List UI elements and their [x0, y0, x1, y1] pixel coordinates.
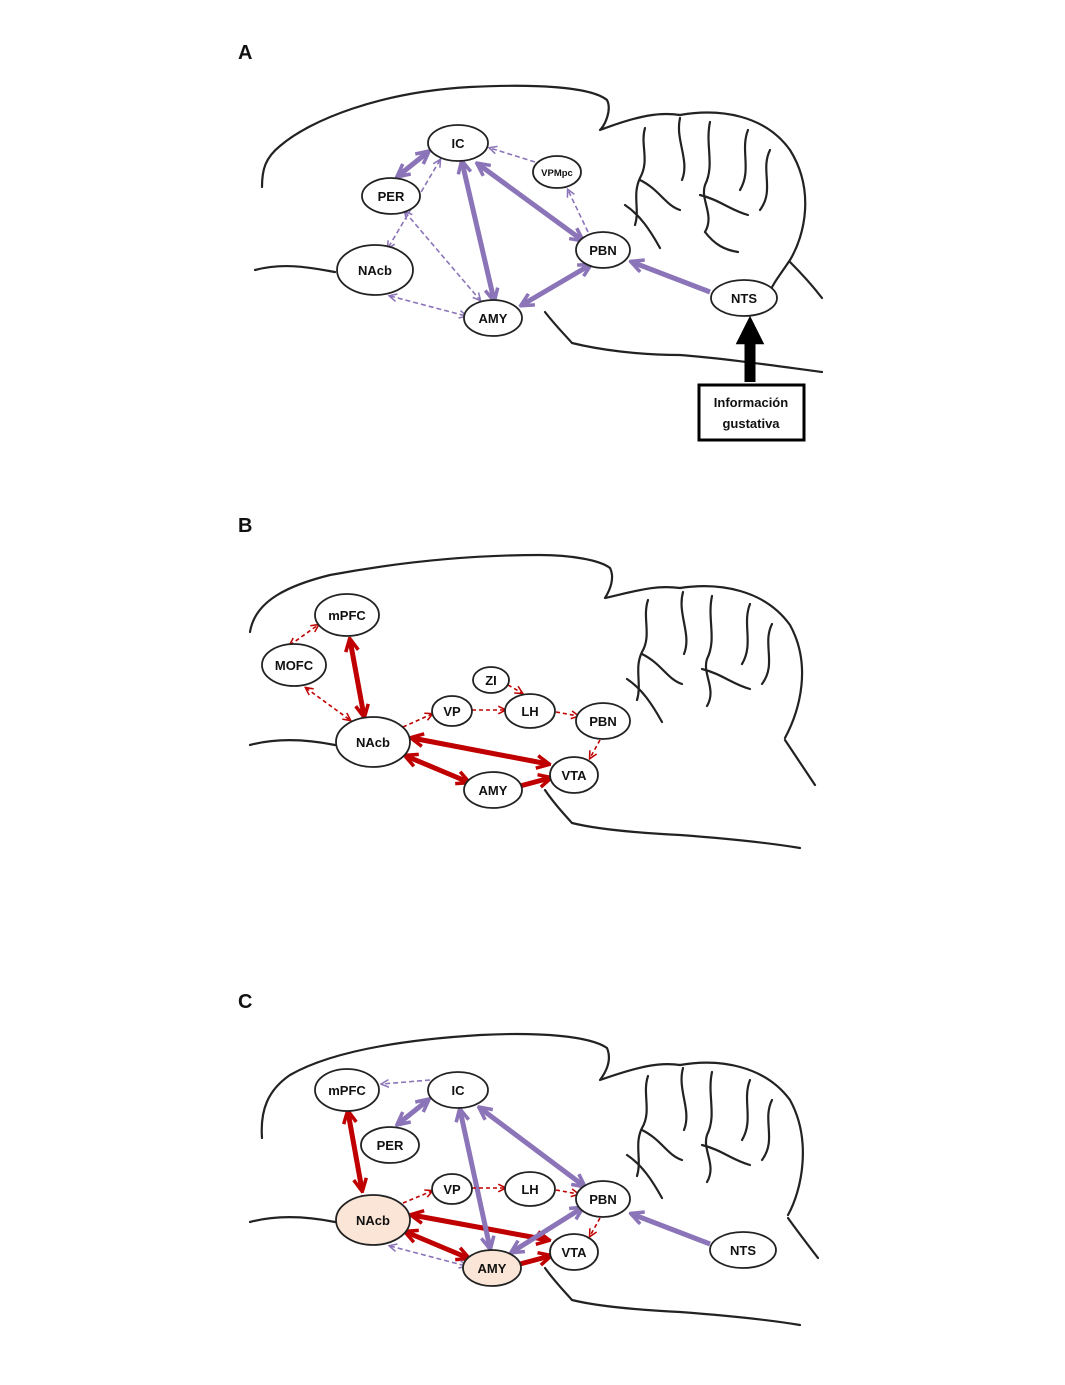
region-label: LH — [521, 704, 538, 719]
region-amy: AMY — [464, 772, 522, 808]
region-label: VP — [443, 1182, 461, 1197]
region-lh: LH — [505, 694, 555, 728]
region-label: NTS — [731, 291, 757, 306]
region-label: ZI — [485, 673, 497, 688]
region-label: PBN — [589, 243, 616, 258]
region-label: MOFC — [275, 658, 314, 673]
cerebellum-folds — [627, 592, 772, 722]
edge-pbn-vta — [590, 1218, 600, 1236]
cerebellum-folds — [625, 118, 770, 252]
region-vta: VTA — [550, 1234, 598, 1270]
region-ic: IC — [428, 125, 488, 161]
edge-amy-pbn — [522, 265, 590, 305]
edge-amy-vta — [520, 778, 550, 786]
region-label: NAcb — [356, 735, 390, 750]
edge-lh-pbn — [556, 712, 578, 716]
edge-nacb-amy-dashed — [390, 1246, 466, 1266]
region-label: mPFC — [328, 608, 366, 623]
region-label: NAcb — [356, 1213, 390, 1228]
region-per: PER — [361, 1127, 419, 1163]
edge-per-amy — [405, 212, 480, 300]
region-vta: VTA — [550, 757, 598, 793]
region-mpfc: mPFC — [315, 1069, 379, 1111]
edge-mpfc-nacb — [350, 640, 364, 716]
region-amy: AMY — [464, 300, 522, 336]
edge-mofc-mpfc — [290, 625, 318, 645]
input-label-line2: gustativa — [722, 416, 780, 431]
edge-ic-per — [398, 1100, 428, 1124]
region-label: PBN — [589, 1192, 616, 1207]
edge-vpmpc-ic — [490, 148, 535, 162]
region-amy: AMY — [463, 1250, 521, 1286]
region-zi: ZI — [473, 667, 509, 693]
edge-nacb-amy — [390, 296, 466, 316]
region-pbn: PBN — [576, 1181, 630, 1217]
region-label: AMY — [478, 1261, 507, 1276]
edge-mofc-nacb — [306, 688, 350, 720]
panel-c: mPFC IC PER VP LH PBN NAcb VTA AMY NTS — [250, 1034, 818, 1325]
region-label: VP — [443, 704, 461, 719]
edge-ic-amy — [462, 162, 494, 300]
region-label: LH — [521, 1182, 538, 1197]
edge-ic-mpfc — [382, 1080, 430, 1084]
region-nacb: NAcb — [336, 1195, 410, 1245]
region-label: AMY — [479, 783, 508, 798]
gustatory-input-box: Información gustativa — [699, 385, 804, 440]
region-per: PER — [362, 178, 420, 214]
edge-lh-pbn — [556, 1190, 578, 1194]
edge-nacb-vta — [412, 1215, 548, 1240]
edge-nacb-vp — [403, 714, 432, 727]
region-label: mPFC — [328, 1083, 366, 1098]
region-label: VTA — [561, 768, 587, 783]
region-label: IC — [452, 136, 466, 151]
region-nacb: NAcb — [337, 245, 413, 295]
cerebellum-folds — [627, 1068, 772, 1198]
edge-pbn-vpmpc — [568, 190, 588, 232]
region-mofc: MOFC — [262, 644, 326, 686]
edge-ic-per — [398, 152, 428, 176]
region-label: PER — [378, 189, 405, 204]
region-mpfc: mPFC — [315, 594, 379, 636]
region-pbn: PBN — [576, 232, 630, 268]
region-label: NAcb — [358, 263, 392, 278]
edge-nacb-vta — [412, 738, 548, 764]
region-pbn: PBN — [576, 703, 630, 739]
region-ic: IC — [428, 1072, 488, 1108]
edge-zi-lh — [508, 685, 522, 693]
region-nts: NTS — [711, 280, 777, 316]
edge-nts-pbn — [632, 262, 710, 292]
region-lh: LH — [505, 1172, 555, 1206]
brain-outline — [255, 86, 822, 372]
input-label-line1: Información — [714, 395, 788, 410]
region-nts: NTS — [710, 1232, 776, 1268]
panel-b: mPFC MOFC ZI VP LH PBN NAcb VTA AMY — [250, 555, 815, 848]
region-nacb: NAcb — [336, 717, 410, 767]
region-vp: VP — [432, 1174, 472, 1204]
edge-mpfc-nacb — [348, 1112, 362, 1190]
region-label: IC — [452, 1083, 466, 1098]
region-label: PBN — [589, 714, 616, 729]
region-label: VPMpc — [541, 168, 573, 179]
region-label: VTA — [561, 1245, 587, 1260]
region-vp: VP — [432, 696, 472, 726]
region-label: AMY — [479, 311, 508, 326]
region-vpmpc: VPMpc — [533, 156, 581, 188]
edge-amy-vta — [520, 1256, 550, 1264]
edge-nacb-amy — [406, 1232, 468, 1258]
edge-nacb-vp — [403, 1191, 432, 1203]
panel-a: IC PER VPMpc NAcb PBN AMY NTS Informació… — [255, 86, 822, 440]
edge-pbn-vta — [590, 740, 600, 758]
region-label: PER — [377, 1138, 404, 1153]
region-label: NTS — [730, 1243, 756, 1258]
edge-nts-pbn — [632, 1214, 710, 1244]
edge-nacb-amy — [406, 756, 468, 782]
